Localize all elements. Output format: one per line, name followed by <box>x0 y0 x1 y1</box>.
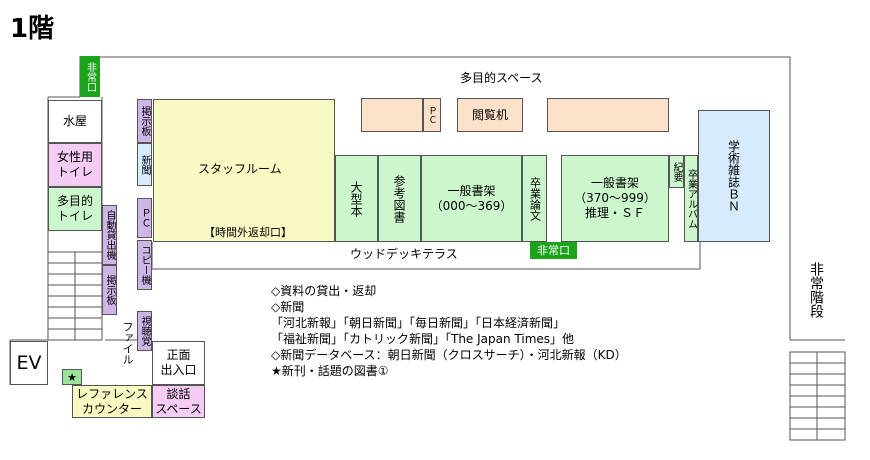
newspaper-rack: 新聞 <box>137 143 152 186</box>
water-room: 水屋 <box>48 100 102 143</box>
legend-line-new-books: ★新刊・話題の図書① <box>271 364 389 378</box>
talk-space: 談話 スペース <box>152 385 205 418</box>
legend-line-lending: ◇資料の貸出・返却 <box>271 284 377 298</box>
legend-line-newspaper: ◇新聞 <box>271 300 305 314</box>
new-books-star-marker: ★ <box>62 369 82 385</box>
file-label: ファイル <box>121 321 134 365</box>
pc-top: ＰＣ <box>423 98 441 132</box>
multipurpose-space-label: 多目的スペース <box>460 71 543 85</box>
floor-title: 1階 <box>10 14 55 44</box>
pc-left: ＰＣ <box>137 198 152 238</box>
legend-line-newspapers-2: 「福祉新聞」「カトリック新聞」「The Japan Times」他 <box>271 332 575 346</box>
large-books: 大型本 <box>335 155 378 242</box>
reference-books: 参考図書 <box>378 155 421 242</box>
services-legend: ◇資料の貸出・返却 ◇新聞 「河北新報」「朝日新聞」「毎日新聞」「日本経済新聞」… <box>271 283 627 379</box>
graduation-thesis: 卒業論文 <box>522 155 547 242</box>
auto-lending-machine: 自動貸出機 <box>102 205 117 265</box>
reading-desk: 閲覧机 <box>457 98 523 132</box>
emergency-stairs: 非常階段 <box>808 262 824 318</box>
legend-line-newspapers-1: 「河北新報」「朝日新聞」「毎日新聞」「日本経済新聞」 <box>271 316 566 330</box>
main-entrance: 正面 出入口 <box>152 341 205 385</box>
av-corner: 視聴覚 <box>137 311 152 351</box>
graduation-album: 卒業アルバム <box>684 155 698 242</box>
womens-toilet: 女性用 トイレ <box>48 143 102 187</box>
peach-table-2 <box>547 98 669 132</box>
reference-counter: レファレンス カウンター <box>72 385 152 418</box>
peach-table-1 <box>361 98 423 132</box>
multipurpose-toilet: 多目的 トイレ <box>48 187 102 231</box>
academic-journals: 学術雑誌ＢＮ <box>698 110 770 242</box>
legend-line-database: ◇新聞データベース：朝日新聞（クロスサーチ）・河北新報（KD） <box>271 348 627 362</box>
bulletin-board-top: 掲示板 <box>137 99 152 143</box>
copier: コピー機 <box>137 240 152 290</box>
bulletins: 紀要 <box>669 155 684 188</box>
elevator: EV <box>10 341 48 385</box>
staff-room: スタッフルーム 【時間外返却口】 <box>153 99 335 242</box>
after-hours-return: 【時間外返却口】 <box>204 226 292 239</box>
wood-deck-terrace: ウッドデッキテラス <box>350 247 458 261</box>
general-shelf-right: 一般書架 （370〜999） 推理・ＳＦ <box>561 155 669 242</box>
general-shelf-left: 一般書架 （000〜369） <box>421 155 522 242</box>
staff-room-label: スタッフルーム <box>198 162 282 176</box>
bulletin-board-mid: 掲示板 <box>102 265 117 315</box>
emergency-exit-top: 非常口 <box>80 56 100 97</box>
emergency-exit-deck: 非常口 <box>530 242 577 259</box>
